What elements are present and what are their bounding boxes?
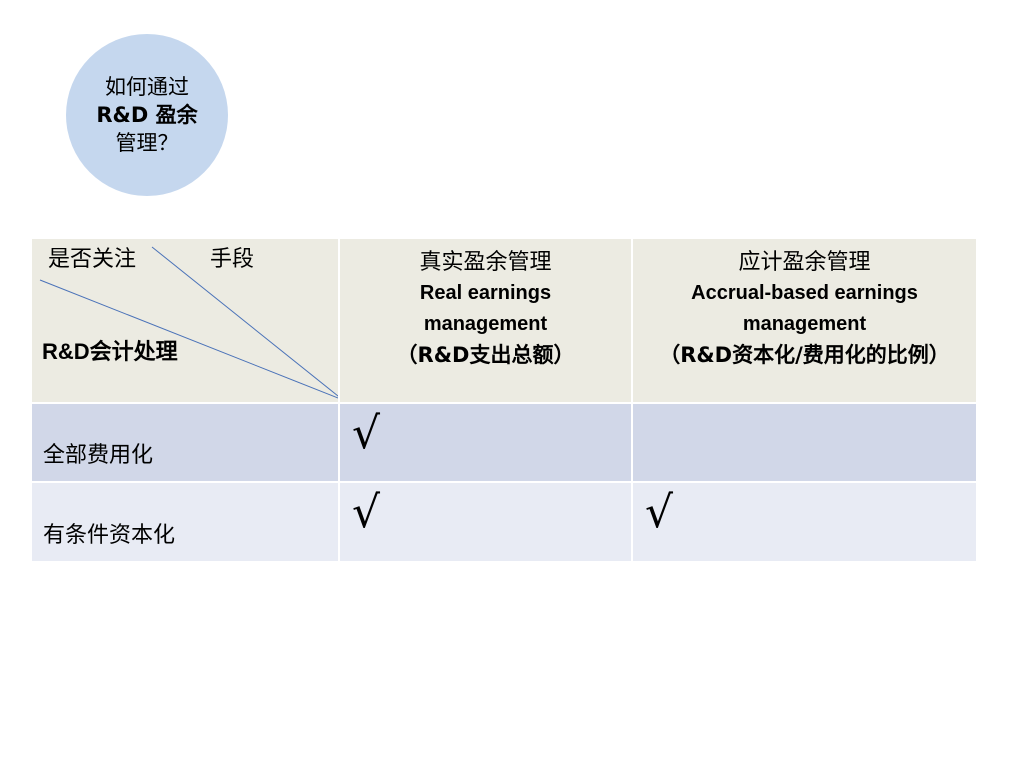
diagonal-line-upper [151,246,338,397]
table-cell-real: √ [340,404,631,481]
table-cell-accrual [633,404,976,481]
column-header-accrual: 应计盈余管理 Accrual-based earnings management… [633,239,976,402]
column-title-zh: 真实盈余管理 [419,250,552,275]
checkmark: √ [645,487,674,538]
checkmark: √ [352,487,381,538]
column-title-en-2: management [742,313,867,335]
diagonal-line-lower [39,279,338,399]
table-cell-real: √ [340,483,631,561]
corner-label-focus: 是否关注 [48,247,137,272]
corner-label-means: 手段 [210,247,255,272]
checkmark: √ [352,408,381,459]
bubble-line-2: R&D 盈余 [96,103,198,127]
column-title-note: （R&D支出总额） [396,343,575,367]
corner-header-cell: 是否关注 手段 R&D会计处理 [32,239,338,402]
column-title-en-1: Real earnings [419,282,552,304]
row-label: 有条件资本化 [43,523,176,548]
column-title-note: （R&D资本化/费用化的比例） [659,343,950,367]
table-row-label-cell: 全部费用化 [32,404,338,481]
corner-label-accounting: R&D会计处理 [42,339,178,364]
bubble-line-3: 管理？ [115,131,179,155]
question-bubble: 如何通过 R&D 盈余 管理？ [66,34,228,196]
table-cell-accrual: √ [633,483,976,561]
column-title-en-2: management [423,313,548,335]
column-header-real: 真实盈余管理 Real earnings management （R&D支出总额… [340,239,631,402]
row-label: 全部费用化 [43,443,154,468]
bubble-line-1: 如何通过 [105,75,189,99]
comparison-table: 是否关注 手段 R&D会计处理 真实盈余管理 Real earnings man… [32,239,976,561]
column-title-en-1: Accrual-based earnings [691,282,918,304]
column-title-zh: 应计盈余管理 [738,250,871,275]
table-row-label-cell: 有条件资本化 [32,483,338,561]
diagonal-lines [39,246,338,399]
